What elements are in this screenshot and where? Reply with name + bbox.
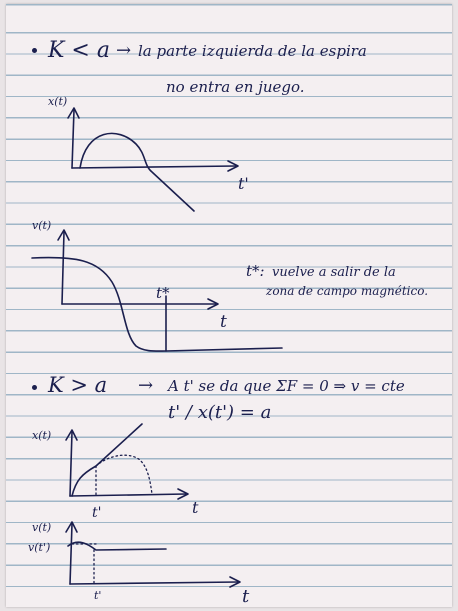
bullet-point xyxy=(32,385,37,390)
graph3-ylabel: x(t) xyxy=(32,429,52,442)
graph2-ylabel: v(t) xyxy=(32,219,52,232)
hand-drawn-graphs xyxy=(31,107,283,588)
case2-text-line2: t' / x(t') = a xyxy=(168,402,272,423)
case1-condition: K < a xyxy=(48,38,110,63)
graph1-sketch xyxy=(67,107,239,212)
graph4-ylabel: v(t) xyxy=(32,521,52,534)
graph3-xlabel: t xyxy=(192,498,199,517)
graph2-note-line2: zona de campo magnético. xyxy=(266,284,429,298)
notebook-page: K < a → la parte izquierda de la espira … xyxy=(6,4,452,607)
case2-text-line1: A t' se da que ΣF = 0 ⇒ v = cte xyxy=(168,377,405,395)
graph2-note-line1: vuelve a salir de la xyxy=(272,265,396,280)
case1-text-line1: la parte izquierda de la espira xyxy=(138,42,367,60)
bullet-point xyxy=(32,48,37,53)
graph4-tick: t' xyxy=(94,589,102,602)
graph2-xlabel: t xyxy=(220,312,227,332)
case1-arrow: → xyxy=(116,40,132,61)
graph4-xlabel: t xyxy=(242,586,250,607)
graph2-note-label: t*: xyxy=(246,262,265,280)
graph4-level-label: v(t') xyxy=(28,541,51,554)
graph1-ylabel: x(t) xyxy=(48,95,68,108)
graph4-sketch xyxy=(65,521,241,588)
graph2-sketch xyxy=(31,229,283,352)
case2-condition: K > a xyxy=(48,373,108,397)
case1-text-line2: no entra en juego. xyxy=(166,78,305,96)
graph3-tick: t' xyxy=(92,505,102,521)
graph3-sketch xyxy=(65,423,189,500)
graph1-xlabel: t' xyxy=(238,174,249,193)
case2-arrow: → xyxy=(138,375,154,396)
